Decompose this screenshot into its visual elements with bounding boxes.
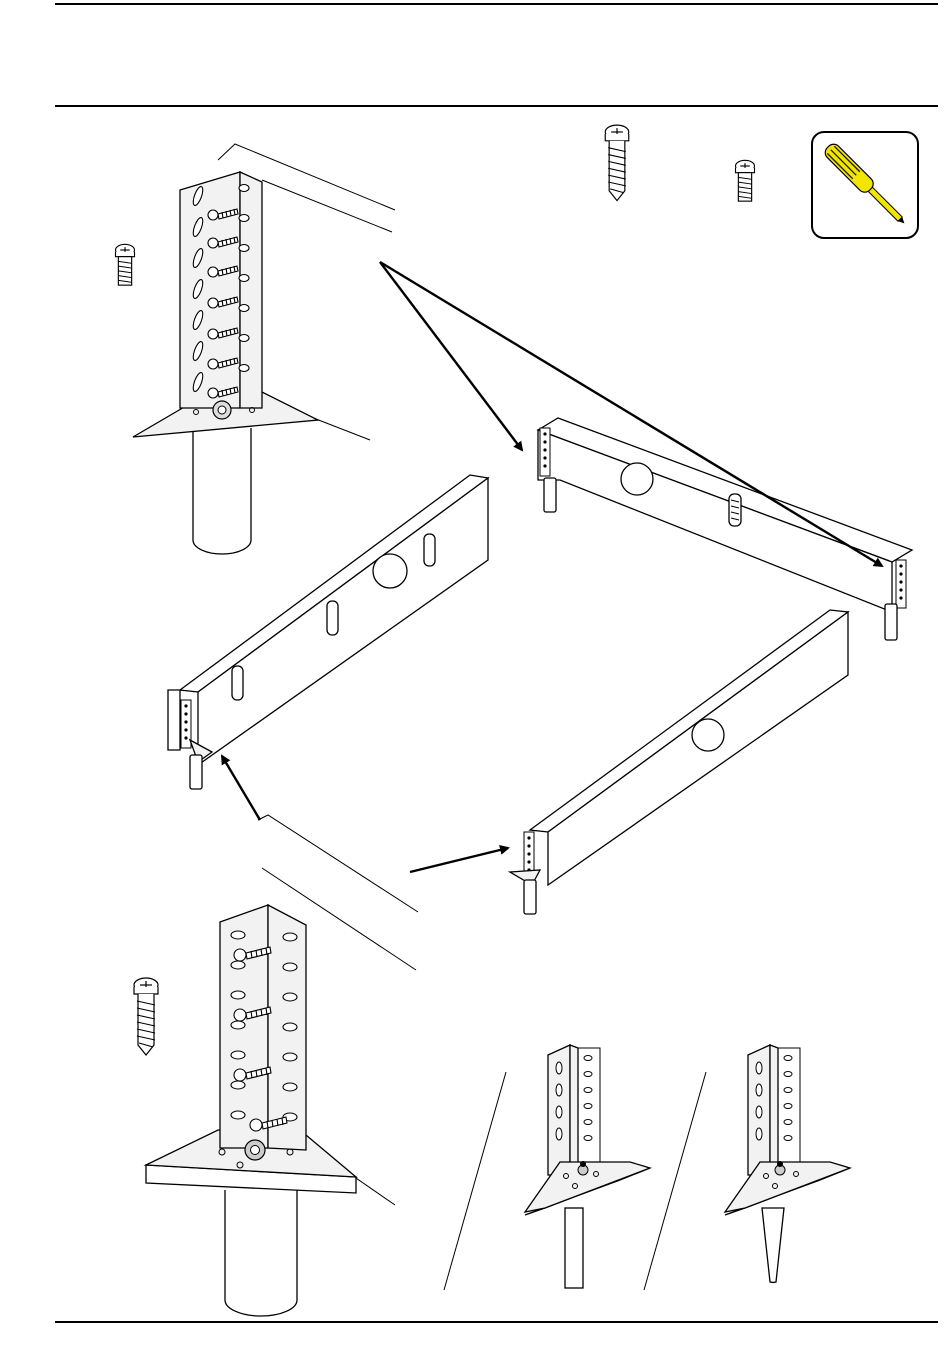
long-wood-screw-icon (134, 978, 158, 1055)
leg-variants (444, 1045, 850, 1290)
short-machine-screw-icon (736, 160, 755, 201)
detail-corner-bracket-bottom (146, 815, 418, 1316)
frame-assembly (168, 262, 912, 914)
leg-variant-square (525, 1045, 650, 1288)
leg-variant-tapered (725, 1045, 850, 1282)
long-wood-screw-icon (605, 125, 629, 200)
screwdriver-icon (812, 132, 918, 238)
short-machine-screw-icon (116, 244, 135, 285)
rail-front (510, 610, 848, 914)
detail-corner-bracket-top (133, 144, 395, 554)
rail-back-right (538, 418, 912, 640)
